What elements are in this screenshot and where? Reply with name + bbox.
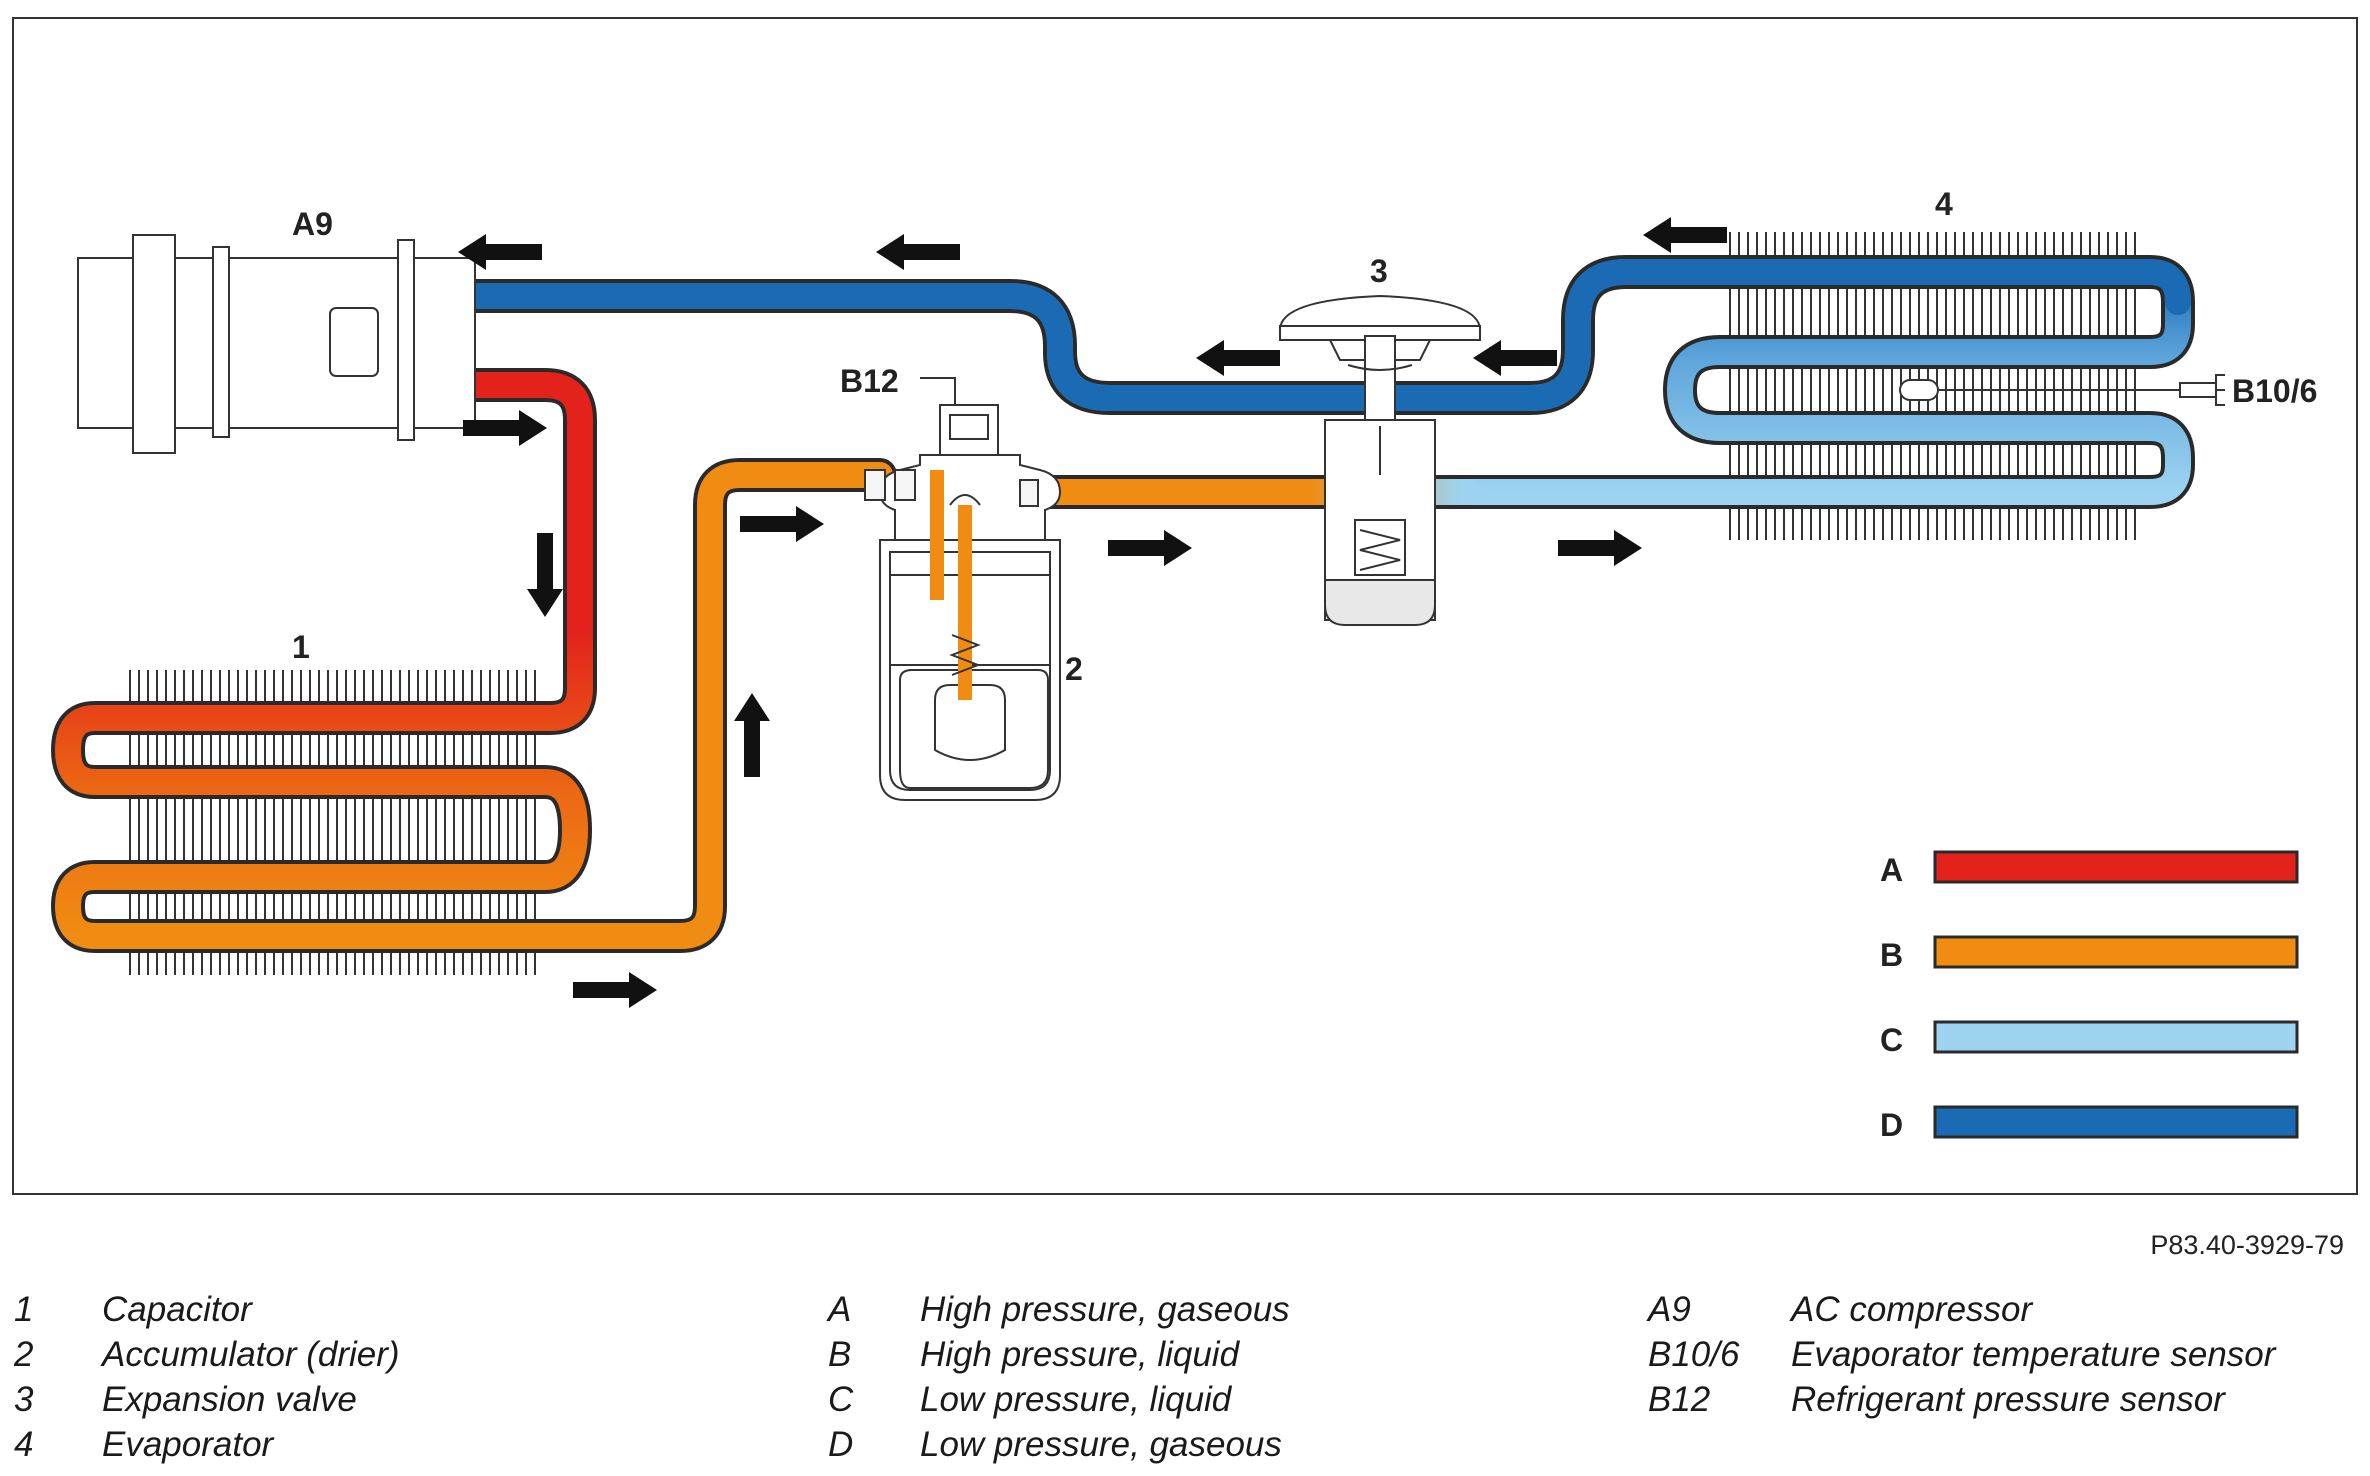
key-code: 4 [14, 1425, 34, 1464]
diagram-frame [12, 17, 2358, 1195]
key-row: B12 Refrigerant pressure sensor [1648, 1377, 2275, 1422]
legend-swatch-c [1933, 1020, 2299, 1054]
label-pressure-sensor: B12 [840, 363, 899, 399]
flow-arrow-right [463, 410, 547, 446]
key-description: High pressure, liquid [920, 1335, 1240, 1374]
flow-arrow-left [458, 234, 542, 270]
flow-arrows [458, 217, 1727, 1008]
flow-arrow-right [1558, 530, 1642, 566]
accumulator-internal-tubes [930, 470, 981, 700]
key-row: A High pressure, gaseous [828, 1287, 1290, 1332]
legend-swatch-d [1933, 1105, 2299, 1139]
expansion-valve [1278, 294, 1482, 626]
key-code: A [828, 1290, 852, 1329]
key-code: 3 [14, 1380, 34, 1419]
key-code: 2 [14, 1335, 34, 1374]
label-temperature-sensor: B10/6 [2232, 373, 2317, 409]
flow-arrow-left [1196, 340, 1280, 376]
legend-key-d: D [1880, 1107, 1903, 1143]
key-description: Expansion valve [102, 1380, 357, 1419]
flow-arrow-right [573, 972, 657, 1008]
flow-arrow-left [1643, 217, 1727, 253]
key-row: B High pressure, liquid [828, 1332, 1290, 1377]
key-row: C Low pressure, liquid [828, 1377, 1290, 1422]
key-code: C [828, 1380, 854, 1419]
flow-arrow-left [1473, 340, 1557, 376]
figure-reference: P83.40-3929-79 [2150, 1230, 2344, 1260]
key-column-1: 1 Capacitor 2 Accumulator (drier) 3 Expansion… [14, 1287, 400, 1467]
key-description: Refrigerant pressure sensor [1791, 1380, 2225, 1419]
key-description: Evaporator temperature sensor [1791, 1335, 2276, 1374]
legend-key-c: C [1880, 1022, 1903, 1058]
pipe-high-liquid-out [82, 462, 893, 949]
key-code: B12 [1648, 1380, 1711, 1419]
key-code: A9 [1648, 1290, 1691, 1329]
label-evaporator: 4 [1935, 186, 1953, 222]
temperature-sensor [1899, 374, 2225, 406]
legend-swatch-a [1933, 850, 2299, 884]
key-code: 1 [14, 1290, 34, 1329]
key-description: AC compressor [1791, 1290, 2033, 1329]
label-expansion-valve: 3 [1370, 253, 1388, 289]
key-row: 4 Evaporator [14, 1422, 400, 1467]
key-code: B [828, 1335, 852, 1374]
key-code: B10/6 [1648, 1335, 1740, 1374]
label-compressor: A9 [292, 206, 333, 242]
legend-key-b: B [1880, 937, 1903, 973]
flow-arrow-left [876, 234, 960, 270]
legend-swatch-b [1933, 935, 2299, 969]
key-description: High pressure, gaseous [920, 1290, 1290, 1329]
label-accumulator: 2 [1065, 651, 1083, 687]
key-row: D Low pressure, gaseous [828, 1422, 1290, 1467]
key-row: 1 Capacitor [14, 1287, 400, 1332]
key-row: A9 AC compressor [1648, 1287, 2275, 1332]
key-row: 3 Expansion valve [14, 1377, 400, 1422]
key-code: D [828, 1425, 854, 1464]
key-description: Capacitor [102, 1290, 252, 1329]
legend-key-a: A [1880, 852, 1903, 888]
flow-arrow-right [1108, 530, 1192, 566]
key-row: 2 Accumulator (drier) [14, 1332, 400, 1377]
key-description: Accumulator (drier) [102, 1335, 400, 1374]
key-row: B10/6 Evaporator temperature sensor [1648, 1332, 2275, 1377]
pipe-low-gas-top [442, 259, 2191, 411]
color-legend: A B C D [1880, 850, 2299, 1143]
label-condenser: 1 [292, 629, 310, 665]
key-description: Evaporator [102, 1425, 274, 1464]
flow-arrow-up [734, 693, 770, 777]
pressure-sensor-lead [920, 377, 956, 405]
compressor [77, 234, 476, 454]
key-description: Low pressure, gaseous [920, 1425, 1282, 1464]
flow-arrow-down [527, 533, 563, 617]
key-description: Low pressure, liquid [920, 1380, 1232, 1419]
flow-arrow-right [740, 506, 824, 542]
